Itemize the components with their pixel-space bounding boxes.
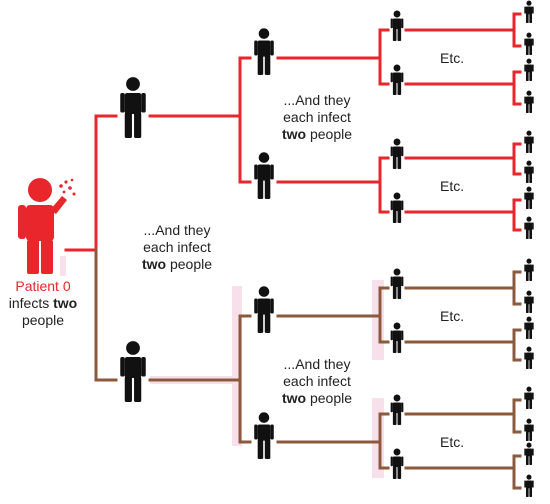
patient-zero-figure xyxy=(18,178,67,274)
link-gen1b-gen2 xyxy=(148,314,252,444)
person-icon xyxy=(524,0,534,24)
generation-label-2-upper: ...And they each infect two people xyxy=(281,92,353,142)
person-icon xyxy=(524,160,534,183)
patient-zero-label: Patient 0 infects two people xyxy=(0,278,86,329)
link-gen1a-gen2 xyxy=(148,56,252,184)
person-icon xyxy=(524,258,534,281)
etc-label: Etc. xyxy=(440,50,465,66)
etc-label: Etc. xyxy=(440,434,465,450)
person-icon xyxy=(524,316,534,339)
gen3-figures xyxy=(390,10,404,479)
coughing-person-icon xyxy=(59,178,76,196)
etc-label: Etc. xyxy=(440,178,465,194)
link-patient-gen1-lower xyxy=(94,248,118,382)
person-icon xyxy=(524,442,534,465)
person-icon xyxy=(390,138,404,169)
gen4-figures xyxy=(524,0,534,497)
bold-two: two xyxy=(53,295,78,311)
person-icon xyxy=(254,28,274,76)
generation-label-2-lower: ...And they each infect two people xyxy=(281,356,353,406)
person-icon xyxy=(390,448,404,479)
generation-label-1: ...And they each infect two people xyxy=(141,222,213,272)
patient-name: Patient 0 xyxy=(15,278,71,294)
person-icon xyxy=(390,322,404,353)
person-icon xyxy=(524,216,534,239)
person-icon xyxy=(254,412,274,459)
link-patient-gen1 xyxy=(64,114,118,252)
link-gen2c xyxy=(276,286,390,344)
person-icon xyxy=(524,186,534,209)
person-icon xyxy=(390,268,404,299)
person-icon xyxy=(524,32,534,55)
link-gen2d xyxy=(276,412,390,470)
person-icon xyxy=(390,10,404,41)
person-icon xyxy=(524,386,534,409)
person-icon xyxy=(120,341,146,402)
person-icon xyxy=(254,152,274,199)
person-icon xyxy=(524,418,534,441)
link-gen2a xyxy=(276,28,390,86)
connector-lines xyxy=(64,12,522,490)
person-icon xyxy=(524,290,534,313)
person-icon xyxy=(524,474,534,497)
person-icon xyxy=(254,286,274,333)
person-icon xyxy=(120,77,146,138)
link-gen2b xyxy=(276,156,390,214)
etc-label: Etc. xyxy=(440,308,465,324)
person-icon xyxy=(524,346,534,369)
person-icon xyxy=(390,394,404,425)
person-icon xyxy=(524,58,534,81)
person-icon xyxy=(390,192,404,223)
person-icon xyxy=(524,90,534,113)
person-icon xyxy=(524,130,534,153)
person-icon xyxy=(390,64,404,95)
